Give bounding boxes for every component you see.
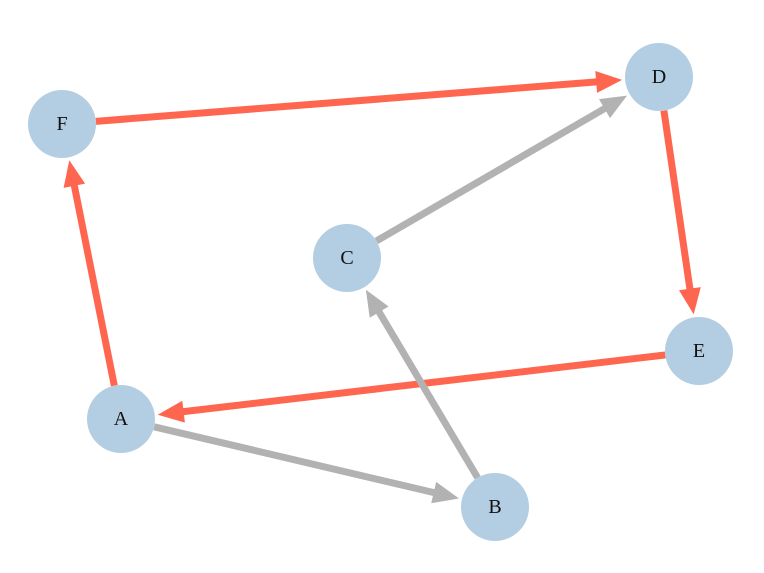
node-b[interactable]: B — [461, 473, 529, 541]
node-d[interactable]: D — [625, 43, 693, 111]
node-f-circle[interactable] — [28, 90, 96, 158]
edge-b-c-line[interactable] — [375, 308, 481, 480]
edge-d-e[interactable] — [660, 110, 701, 315]
edge-b-c[interactable] — [365, 289, 481, 480]
edge-f-d-line[interactable] — [95, 78, 599, 125]
edge-d-e-arrowhead — [679, 287, 701, 315]
node-c[interactable]: C — [313, 224, 381, 292]
node-e-label: E — [693, 340, 705, 362]
edge-c-d-arrowhead — [599, 95, 627, 119]
edge-b-c-arrowhead — [365, 289, 389, 318]
edges-layer — [63, 71, 701, 504]
node-c-circle[interactable] — [313, 224, 381, 292]
edge-a-b-arrowhead — [431, 481, 459, 504]
edge-a-b[interactable] — [153, 423, 459, 504]
node-b-label: B — [488, 496, 501, 518]
edge-e-a-arrowhead — [157, 400, 185, 423]
node-d-circle[interactable] — [625, 43, 693, 111]
node-a-label: A — [114, 408, 129, 430]
node-e[interactable]: E — [665, 317, 733, 385]
node-d-label: D — [652, 66, 666, 88]
nodes-layer: A B C D E F — [28, 43, 733, 541]
edge-a-b-line[interactable] — [153, 423, 437, 497]
edge-d-e-line[interactable] — [660, 110, 694, 292]
node-e-circle[interactable] — [665, 317, 733, 385]
node-c-label: C — [340, 247, 353, 269]
edge-a-f-arrowhead — [63, 160, 86, 188]
node-f[interactable]: F — [28, 90, 96, 158]
node-a-circle[interactable] — [87, 385, 155, 453]
node-a[interactable]: A — [87, 385, 155, 453]
edge-c-d[interactable] — [374, 95, 627, 244]
edge-a-f[interactable] — [63, 160, 118, 387]
node-f-label: F — [56, 113, 67, 135]
edge-f-d-arrowhead — [595, 71, 623, 93]
node-b-circle[interactable] — [461, 473, 529, 541]
edge-a-f-line[interactable] — [70, 183, 118, 387]
edge-c-d-line[interactable] — [374, 104, 608, 244]
edge-f-d[interactable] — [95, 71, 623, 125]
